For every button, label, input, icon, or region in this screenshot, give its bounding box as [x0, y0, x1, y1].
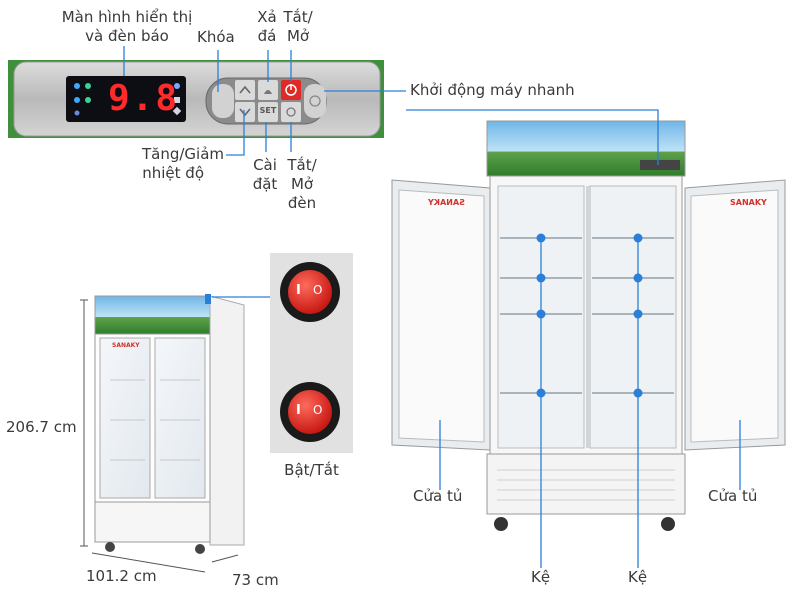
small-fridge [94, 294, 245, 554]
switch-photo [212, 253, 353, 453]
banner-display [640, 160, 680, 170]
door-label-right: Cửa tủ [708, 487, 758, 505]
light-button[interactable] [281, 102, 301, 122]
small-fridge-door-right [154, 337, 206, 499]
small-fridge-banner [94, 295, 211, 335]
small-fridge-side [209, 295, 245, 546]
chevron-up-icon [239, 85, 251, 94]
shelf-label-right: Kệ [628, 568, 648, 586]
set-button-label: SET [259, 106, 277, 115]
brand-logo-right-door: SANAKY [730, 198, 767, 207]
switch-on-mark-2: I [296, 403, 301, 418]
switch-on-mark: I [296, 283, 301, 298]
small-fridge-base [94, 501, 211, 543]
bulb-icon [286, 107, 296, 117]
light-label: Tắt/ Mở đèn [287, 156, 317, 212]
fast-start-button[interactable] [304, 84, 326, 118]
width-dimension-label: 101.2 cm [86, 567, 157, 585]
chevron-down-icon [239, 108, 251, 117]
defrost-indicator-icon [74, 110, 80, 116]
door-label-left: Cửa tủ [413, 487, 463, 505]
power-label: Tắt/ Mở [283, 8, 313, 45]
status-led-icon [85, 83, 91, 89]
shelf-label-left: Kệ [531, 568, 551, 586]
switch-label: Bật/Tắt [284, 461, 339, 479]
switch-location-marker [205, 294, 211, 304]
dimension-lines [80, 299, 239, 573]
lock-indicator-icon [174, 97, 180, 103]
drop-icon [264, 90, 272, 94]
panel-leader-lines [123, 46, 406, 156]
temperature-readout: 9.8 [108, 78, 180, 119]
switch-on-button[interactable] [288, 270, 332, 314]
height-dimension-label: 206.7 cm [6, 418, 77, 436]
fan-indicator-icon [74, 97, 80, 103]
switch-off-button[interactable] [288, 390, 332, 434]
control-panel [8, 60, 384, 138]
depth-dimension-label: 73 cm [232, 571, 279, 589]
lock-button[interactable] [212, 84, 234, 118]
switch-off-mark-2: O [313, 403, 323, 417]
cabinet-right [589, 185, 677, 449]
display-label: Màn hình hiển thị và đèn báo [61, 8, 193, 45]
settings-label: Cài đặt [252, 156, 278, 193]
shelf-markers [536, 233, 643, 398]
display-screen [66, 76, 186, 122]
brand-logo-left-door: SANAKY [428, 198, 465, 207]
fast-start-label: Khởi động máy nhanh [410, 81, 575, 99]
brand-logo-small-fridge: SANAKY [112, 342, 140, 349]
diamond-indicator-icon [172, 106, 182, 116]
lock-label: Khóa [197, 28, 235, 46]
switch-off-mark: O [313, 283, 323, 297]
temp-adjust-label: Tăng/Giảm nhiệt độ [141, 145, 224, 182]
night-indicator-icon [174, 83, 180, 89]
set-button[interactable] [258, 102, 278, 122]
small-fridge-door-left [99, 337, 151, 499]
down-button[interactable] [235, 102, 255, 122]
defrost-label: Xả đá [257, 8, 277, 45]
large-fridge [391, 120, 786, 531]
up-button[interactable] [235, 80, 255, 100]
fast-start-icon [309, 95, 321, 107]
snowflake-indicator-icon [74, 83, 80, 89]
large-fridge-base [486, 453, 686, 515]
status-led-icon-2 [85, 97, 91, 103]
fridge-leader-lines [406, 109, 741, 568]
